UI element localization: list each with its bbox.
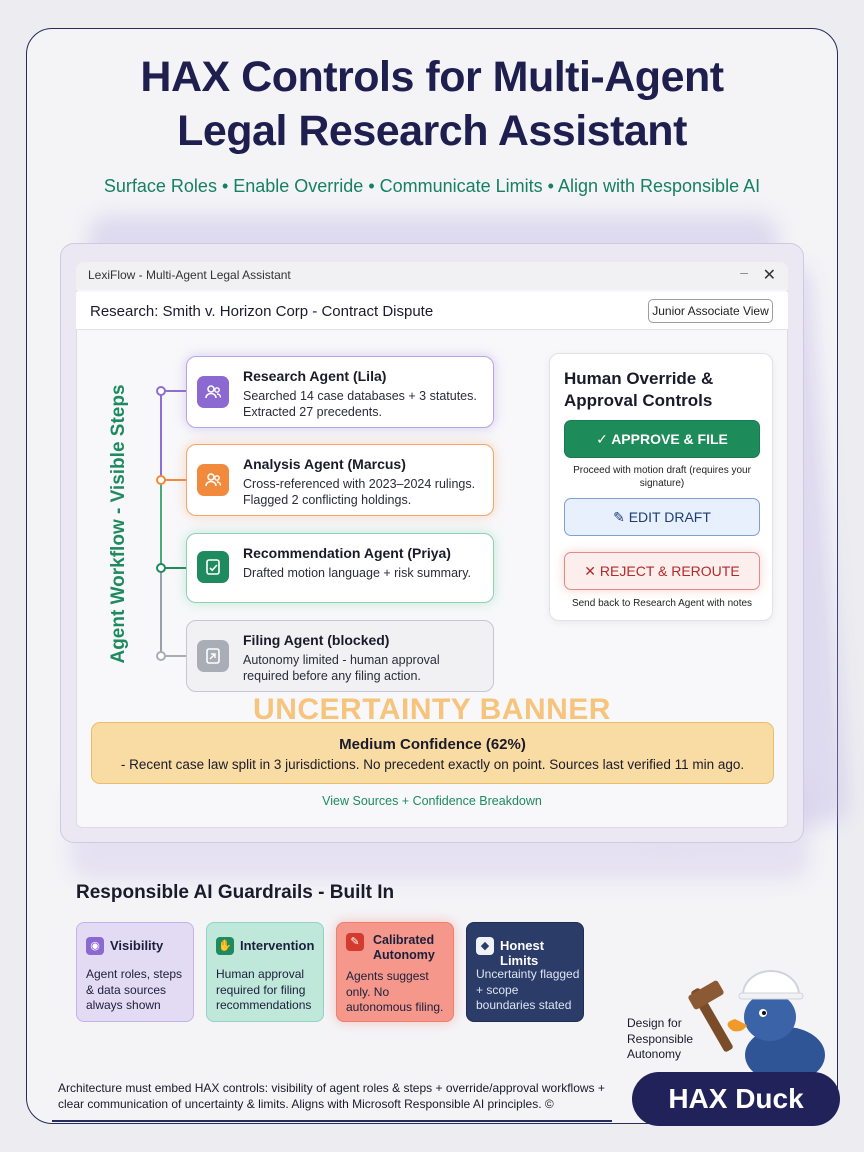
workflow-vertical-label: Agent Workflow - Visible Steps [108, 384, 129, 664]
uncertainty-banner-label: UNCERTAINTY BANNER [253, 693, 611, 726]
timeline-line [160, 567, 162, 657]
agent-card-filing-blocked[interactable]: Filing Agent (blocked) Autonomy limited … [186, 620, 494, 692]
reject-and-reroute-button[interactable]: ✕ REJECT & REROUTE [564, 552, 760, 590]
hax-duck-mascot-icon [688, 970, 825, 1080]
design-note: Design for Responsible Autonomy [627, 1016, 694, 1061]
tile-title: Calibrated Autonomy [373, 933, 435, 962]
footer-divider [52, 1120, 612, 1122]
timeline-connector [165, 655, 187, 657]
approve-note: Proceed with motion draft (requires your… [573, 465, 751, 489]
poster-title: HAX Controls for Multi-Agent Legal Resea… [140, 53, 724, 155]
agent-card-analysis[interactable]: Analysis Agent (Marcus) Cross-referenced… [186, 444, 494, 516]
agent-card-recommendation[interactable]: Recommendation Agent (Priya) Drafted mot… [186, 533, 494, 603]
pencil-icon: ✎ [346, 933, 364, 951]
tile-body: Uncertainty flagged + scope boundaries s… [476, 967, 580, 1012]
window-title: LexiFlow - Multi-Agent Legal Assistant [88, 268, 291, 282]
shield-icon: ◆ [476, 937, 494, 955]
timeline-line [160, 390, 162, 480]
edit-draft-button[interactable]: ✎ EDIT DRAFT [564, 498, 760, 536]
agent-name: Analysis Agent (Marcus) [243, 456, 406, 472]
human-override-panel: Human Override & Approval Controls ✓ APP… [549, 353, 773, 621]
override-panel-title: Human Override & Approval Controls [564, 369, 714, 410]
guardrails-title: Responsible AI Guardrails - Built In [76, 882, 395, 903]
guardrail-tile-visibility: ◉ Visibility Agent roles, steps & data s… [76, 922, 194, 1022]
agent-description: Searched 14 case databases + 3 statutes.… [243, 389, 477, 419]
agent-name: Filing Agent (blocked) [243, 632, 390, 648]
file-lock-icon [197, 640, 229, 672]
timeline-connector [165, 567, 187, 569]
poster-subtitle: Surface Roles • Enable Override • Commun… [103, 176, 761, 196]
window-titlebar: LexiFlow - Multi-Agent Legal Assistant –… [76, 262, 788, 290]
tile-body: Human approval required for filing recom… [216, 967, 312, 1012]
users-icon [197, 464, 229, 496]
agent-description: Autonomy limited - human approval requir… [243, 653, 440, 683]
timeline-connector [165, 479, 187, 481]
hax-duck-badge: HAX Duck [632, 1072, 840, 1126]
tile-title: Honest Limits [500, 938, 545, 968]
guardrail-tile-intervention: ✋ Intervention Human approval required f… [206, 922, 324, 1022]
uncertainty-banner: Medium Confidence (62%) - Recent case la… [91, 722, 774, 784]
agent-name: Recommendation Agent (Priya) [243, 545, 451, 561]
timeline-connector [165, 390, 187, 392]
tile-title: Visibility [110, 938, 164, 953]
agent-card-research[interactable]: Research Agent (Lila) Searched 14 case d… [186, 356, 494, 428]
reject-note: Send back to Research Agent with notes [571, 598, 753, 609]
close-icon[interactable]: ✕ [762, 267, 776, 284]
tile-title: Intervention [240, 938, 315, 953]
hand-icon: ✋ [216, 937, 234, 955]
minimize-icon[interactable]: – [740, 264, 748, 280]
timeline-line [160, 480, 162, 567]
eye-icon: ◉ [86, 937, 104, 955]
guardrail-tile-calibrated-autonomy: ✎ Calibrated Autonomy Agents suggest onl… [336, 922, 454, 1022]
agent-name: Research Agent (Lila) [243, 368, 387, 384]
approve-and-file-button[interactable]: ✓ APPROVE & FILE [564, 420, 760, 458]
footer-text: Architecture must embed HAX controls: vi… [58, 1081, 605, 1111]
agent-description: Cross-referenced with 2023–2024 rulings.… [243, 477, 476, 507]
confidence-level: Medium Confidence (62%) [339, 736, 526, 753]
tile-body: Agent roles, steps & data sources always… [86, 967, 183, 1012]
guardrail-tile-honest-limits: ◆ Honest Limits Uncertainty flagged + sc… [466, 922, 584, 1022]
junior-associate-view-button[interactable]: Junior Associate View [648, 299, 773, 323]
uncertainty-details: - Recent case law split in 3 jurisdictio… [120, 757, 745, 772]
research-title: Research: Smith v. Horizon Corp - Contra… [90, 303, 434, 320]
document-check-icon [197, 551, 229, 583]
tile-body: Agents suggest only. No autonomous filin… [346, 969, 444, 1014]
users-icon [197, 376, 229, 408]
agent-description: Drafted motion language + risk summary. [243, 566, 471, 580]
view-sources-link[interactable]: View Sources + Confidence Breakdown [322, 794, 542, 808]
